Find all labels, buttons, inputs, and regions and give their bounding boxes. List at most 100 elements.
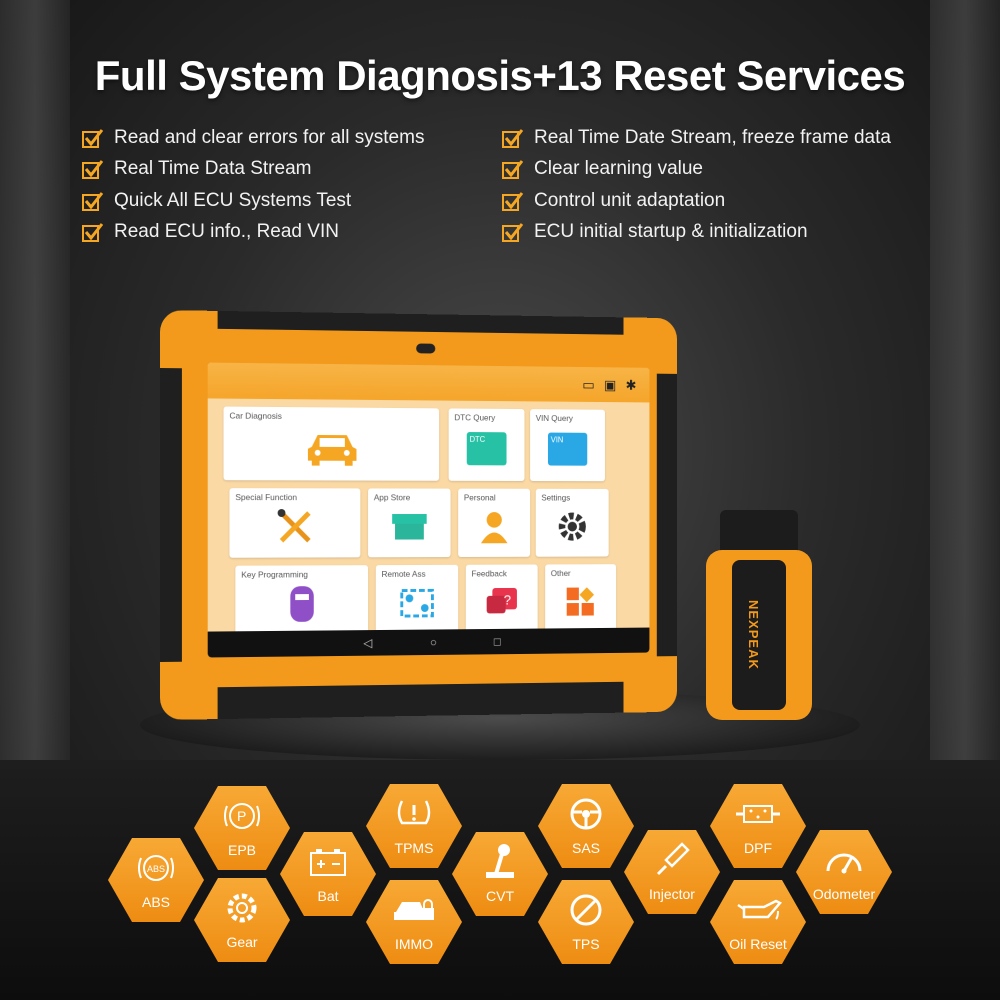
tablet-screen: ▭ ▣ ✱ Car Diagnosis DTC Query DTC VIN Qu…	[207, 362, 650, 658]
tile-key-programming[interactable]: Key Programming	[235, 565, 369, 636]
svg-text:ABS: ABS	[147, 864, 165, 874]
feature-item: Quick All ECU Systems Test	[82, 185, 424, 217]
check-icon	[82, 128, 104, 148]
service-label: Odometer	[812, 886, 876, 902]
tile-label: Personal	[463, 492, 496, 503]
tile-personal[interactable]: Personal	[458, 488, 531, 558]
battery-icon	[310, 849, 346, 877]
tile-label: VIN Query	[535, 413, 573, 424]
feature-item: Real Time Data Stream	[82, 154, 424, 186]
status-bar: ▭ ▣ ✱	[207, 362, 650, 403]
service-label: DPF	[744, 840, 772, 856]
vin-icon: VIN	[547, 432, 588, 467]
gear-icon	[556, 510, 588, 543]
tile-dtc-query[interactable]: DTC Query DTC	[448, 408, 525, 481]
tile-special-function[interactable]: Special Function	[229, 488, 361, 558]
service-label: Gear	[226, 934, 258, 950]
particulate-filter-icon	[736, 805, 780, 824]
service-oil-reset: Oil Reset	[710, 880, 806, 964]
tile-label: Other	[550, 568, 571, 579]
service-tpms: TPMS	[366, 784, 462, 868]
background-pillar-left	[0, 0, 70, 760]
feature-text: ECU initial startup & initialization	[534, 221, 808, 243]
service-label: SAS	[571, 840, 600, 856]
service-epb: P EPB	[194, 786, 290, 870]
feature-text: Real Time Date Stream, freeze frame data	[534, 126, 891, 148]
bug-icon[interactable]: ✱	[625, 376, 637, 393]
feature-text: Read and clear errors for all systems	[114, 126, 425, 148]
tile-car-diagnosis[interactable]: Car Diagnosis	[223, 406, 440, 481]
service-label: TPS	[572, 936, 600, 952]
feature-item: Clear learning value	[502, 154, 891, 186]
feature-list-left: Read and clear errors for all systems Re…	[82, 122, 424, 248]
feature-text: Control unit adaptation	[534, 189, 726, 211]
screen-record-icon[interactable]: ▭	[582, 376, 595, 392]
tile-label: Car Diagnosis	[229, 410, 282, 421]
service-sas: SAS	[538, 784, 634, 868]
feature-text: Real Time Data Stream	[114, 158, 312, 180]
feature-item: Control unit adaptation	[502, 185, 891, 217]
check-icon	[502, 191, 524, 211]
service-label: TPMS	[394, 840, 434, 856]
check-icon	[82, 223, 104, 243]
obd-dongle: NEXPEAK	[706, 510, 816, 720]
check-icon	[502, 160, 524, 180]
oil-can-icon	[737, 899, 782, 920]
car-icon	[307, 435, 357, 467]
check-icon	[82, 160, 104, 180]
service-abs: ABS ABS	[108, 838, 204, 922]
gear-icon	[227, 893, 257, 923]
check-icon	[502, 223, 524, 243]
tile-label: App Store	[373, 492, 411, 503]
tile-label: Settings	[541, 492, 571, 503]
service-immo: IMMO	[366, 880, 462, 964]
feature-text: Read ECU info., Read VIN	[114, 221, 339, 243]
screenshot-icon[interactable]: ▣	[604, 376, 617, 393]
service-label: EPB	[227, 842, 256, 858]
svg-text:P: P	[237, 808, 246, 824]
dongle-body: NEXPEAK	[706, 550, 812, 720]
service-odometer: Odometer	[796, 830, 892, 914]
tile-vin-query[interactable]: VIN Query VIN	[530, 409, 605, 482]
home-icon[interactable]: ○	[429, 635, 437, 650]
service-label: Injector	[649, 886, 695, 902]
feature-text: Quick All ECU Systems Test	[114, 189, 352, 211]
app-grid: Car Diagnosis DTC Query DTC VIN Query VI…	[220, 406, 639, 636]
tablet-corner-guard	[623, 656, 678, 713]
service-label: IMMO	[394, 936, 434, 952]
tile-app-store[interactable]: App Store	[368, 488, 451, 558]
grid-apps-icon	[566, 587, 595, 616]
tile-label: Feedback	[471, 568, 507, 579]
back-icon[interactable]: ◁	[363, 635, 373, 650]
service-injector: Injector	[624, 830, 720, 914]
svg-text:?: ?	[504, 592, 512, 608]
remote-assist-icon	[398, 587, 436, 621]
abs-icon: ABS	[138, 855, 174, 882]
parking-brake-icon: P	[224, 803, 260, 830]
tile-label: Key Programming	[241, 569, 308, 580]
check-icon	[82, 191, 104, 211]
store-icon	[392, 514, 427, 540]
dtc-badge: DTC	[469, 435, 486, 445]
service-label: Bat	[317, 888, 339, 904]
recent-apps-icon[interactable]: □	[493, 634, 501, 649]
feature-item: Real Time Date Stream, freeze frame data	[502, 122, 891, 154]
vin-badge: VIN	[550, 435, 564, 445]
feature-item: Read ECU info., Read VIN	[82, 217, 424, 249]
dongle-grip	[732, 560, 786, 710]
tile-feedback[interactable]: Feedback ?	[465, 564, 538, 634]
tile-other[interactable]: Other	[545, 564, 617, 633]
tile-label: Remote Ass	[381, 568, 426, 579]
obd-connector	[720, 510, 798, 554]
android-nav-bar: ◁ ○ □	[207, 627, 650, 658]
service-tps: TPS	[538, 880, 634, 964]
background-pillar-right	[930, 0, 1000, 760]
tile-remote-ass[interactable]: Remote Ass	[375, 564, 459, 634]
service-dpf: DPF	[710, 784, 806, 868]
gear-shift-icon	[486, 844, 514, 879]
tile-settings[interactable]: Settings	[535, 488, 609, 557]
tile-label: DTC Query	[454, 412, 496, 423]
feedback-icon: ?	[486, 588, 517, 614]
tablet-device: ▭ ▣ ✱ Car Diagnosis DTC Query DTC VIN Qu…	[160, 310, 678, 720]
service-label: CVT	[486, 888, 514, 904]
